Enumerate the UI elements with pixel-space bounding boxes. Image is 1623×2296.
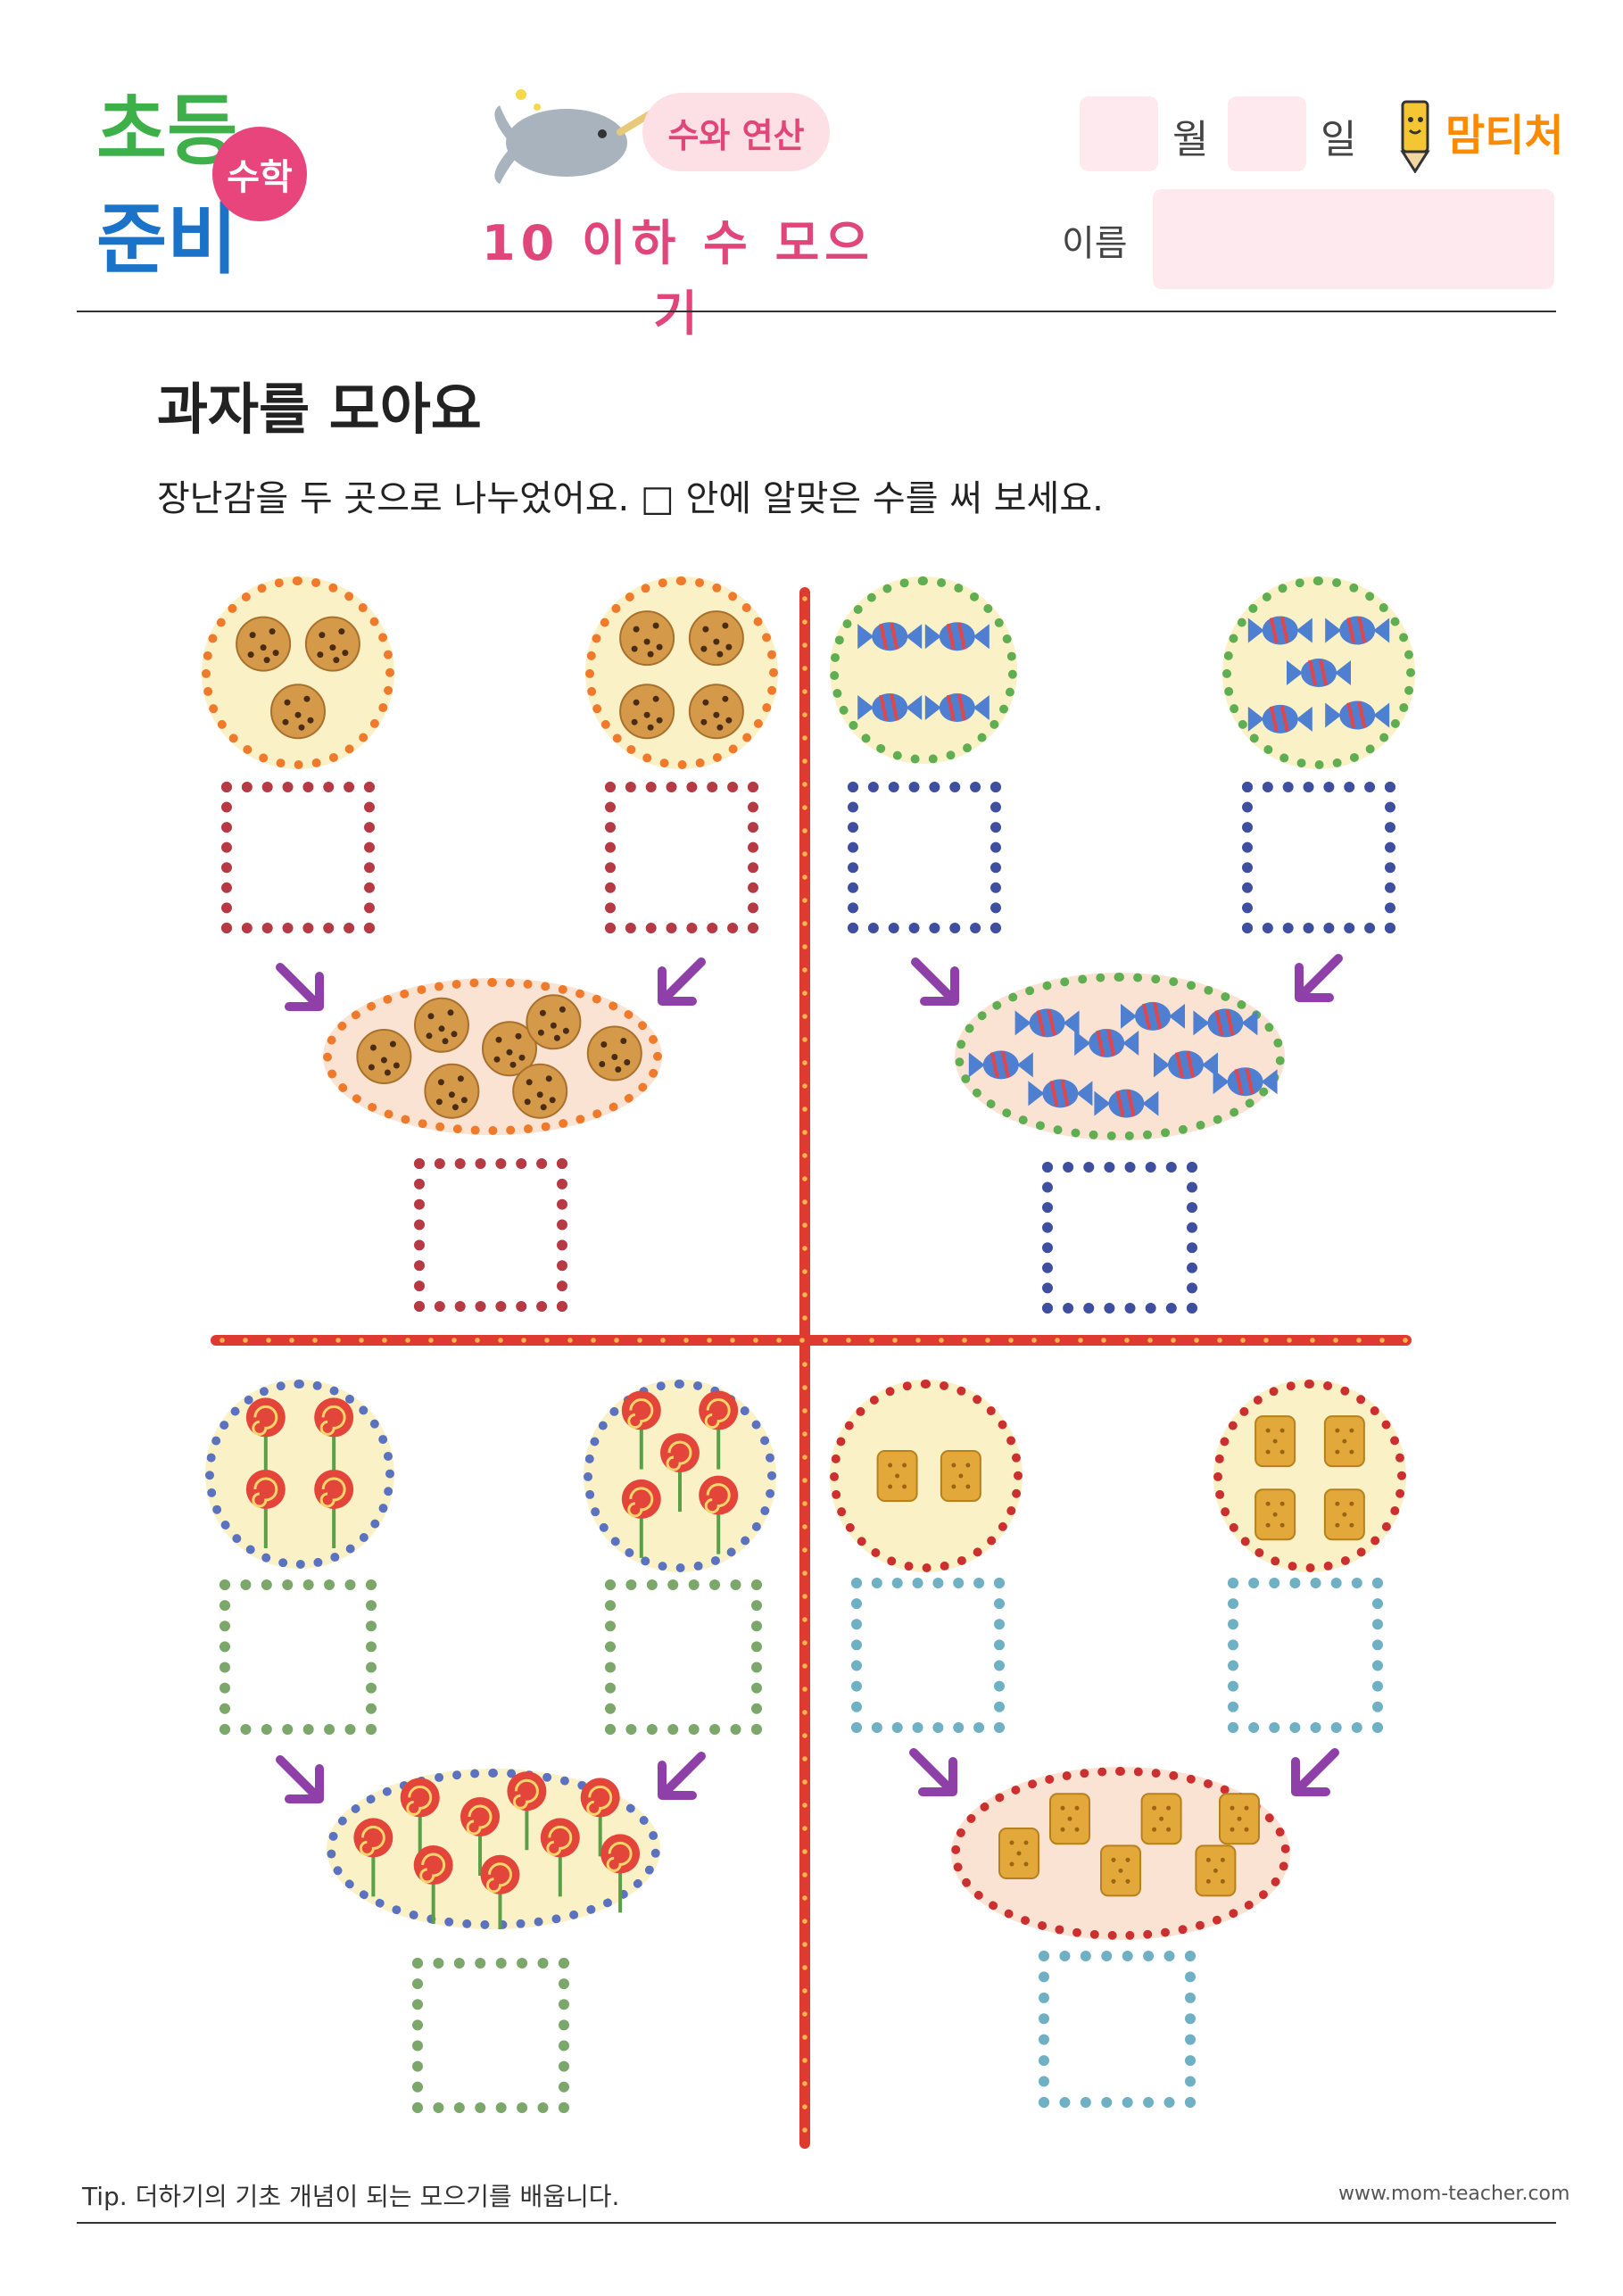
instruction-text: 장난감을 두 곳으로 나누었어요. □ 안에 알맞은 수를 써 보세요.	[157, 478, 1104, 519]
tip-text: Tip. 더하기의 기초 개념이 되는 모으기를 배웁니다.	[82, 2182, 620, 2211]
lollipop-group	[621, 1390, 739, 1558]
arrow-down-left-icon	[1295, 954, 1343, 1002]
month-label: 월	[1172, 117, 1209, 162]
name-input[interactable]	[1153, 189, 1554, 289]
candy-left-answer-box[interactable]	[848, 782, 1001, 933]
arrow-down-right-icon	[276, 1755, 324, 1803]
cracker-group	[876, 1450, 981, 1502]
cracker-left-answer-box[interactable]	[851, 1578, 1005, 1733]
candy-group	[857, 622, 990, 722]
day-label: 일	[1321, 117, 1357, 162]
cracker-right-answer-box[interactable]	[1228, 1578, 1383, 1733]
narwhal-icon	[494, 89, 651, 184]
arrow-down-left-icon	[658, 957, 706, 1006]
cracker-plate-right	[1213, 1380, 1406, 1572]
cookie-right-answer-box[interactable]	[605, 782, 758, 933]
candy-plate-left	[830, 576, 1017, 764]
cookie-group	[356, 994, 642, 1119]
lollipop-left-answer-box[interactable]	[219, 1579, 377, 1735]
worksheet-subtitle: 10 이하 수 모으기	[482, 215, 874, 342]
cookie-total-answer-box[interactable]	[414, 1158, 567, 1312]
lollipop-group	[245, 1397, 354, 1548]
name-label: 이름	[1062, 223, 1128, 264]
brand-logo: 맘티처	[1445, 111, 1564, 161]
horizontal-divider	[211, 1335, 1412, 1346]
cracker-total-answer-box[interactable]	[1039, 1951, 1196, 2108]
candy-group	[968, 1001, 1278, 1118]
month-input[interactable]	[1080, 96, 1158, 171]
cookie-group	[619, 610, 744, 740]
candy-group	[1247, 616, 1390, 734]
cracker-plate-left	[830, 1380, 1023, 1572]
website-link[interactable]: www.mom-teacher.com	[1338, 2183, 1570, 2205]
category-pill: 수와 연산	[642, 93, 830, 171]
cookie-left-answer-box[interactable]	[221, 782, 375, 933]
logo-badge: 수학	[212, 127, 307, 221]
arrow-down-right-icon	[909, 1748, 957, 1796]
lollipop-total-answer-box[interactable]	[412, 1958, 569, 2113]
cracker-group	[998, 1793, 1260, 1897]
cookie-plate-right	[585, 576, 778, 769]
cracker-group	[1255, 1415, 1365, 1541]
vertical-divider	[799, 587, 810, 2149]
pencil-mascot-icon	[1400, 100, 1430, 173]
footer-divider	[77, 2222, 1556, 2224]
page-title: 과자를 모아요	[157, 377, 482, 442]
logo-line2: 준비	[96, 195, 238, 285]
cookie-group	[236, 616, 360, 740]
candy-total-answer-box[interactable]	[1042, 1162, 1197, 1314]
arrow-down-left-icon	[1291, 1748, 1339, 1796]
candy-right-answer-box[interactable]	[1242, 782, 1395, 933]
lollipop-plate-left	[205, 1380, 394, 1569]
logo-line1: 초등	[96, 87, 238, 176]
lollipop-right-answer-box[interactable]	[605, 1579, 762, 1735]
arrow-down-right-icon	[276, 963, 324, 1011]
arrow-down-right-icon	[911, 957, 959, 1006]
header-divider	[77, 311, 1556, 312]
arrow-down-left-icon	[658, 1752, 706, 1800]
lollipop-group	[353, 1771, 641, 1929]
day-input[interactable]	[1228, 96, 1306, 171]
